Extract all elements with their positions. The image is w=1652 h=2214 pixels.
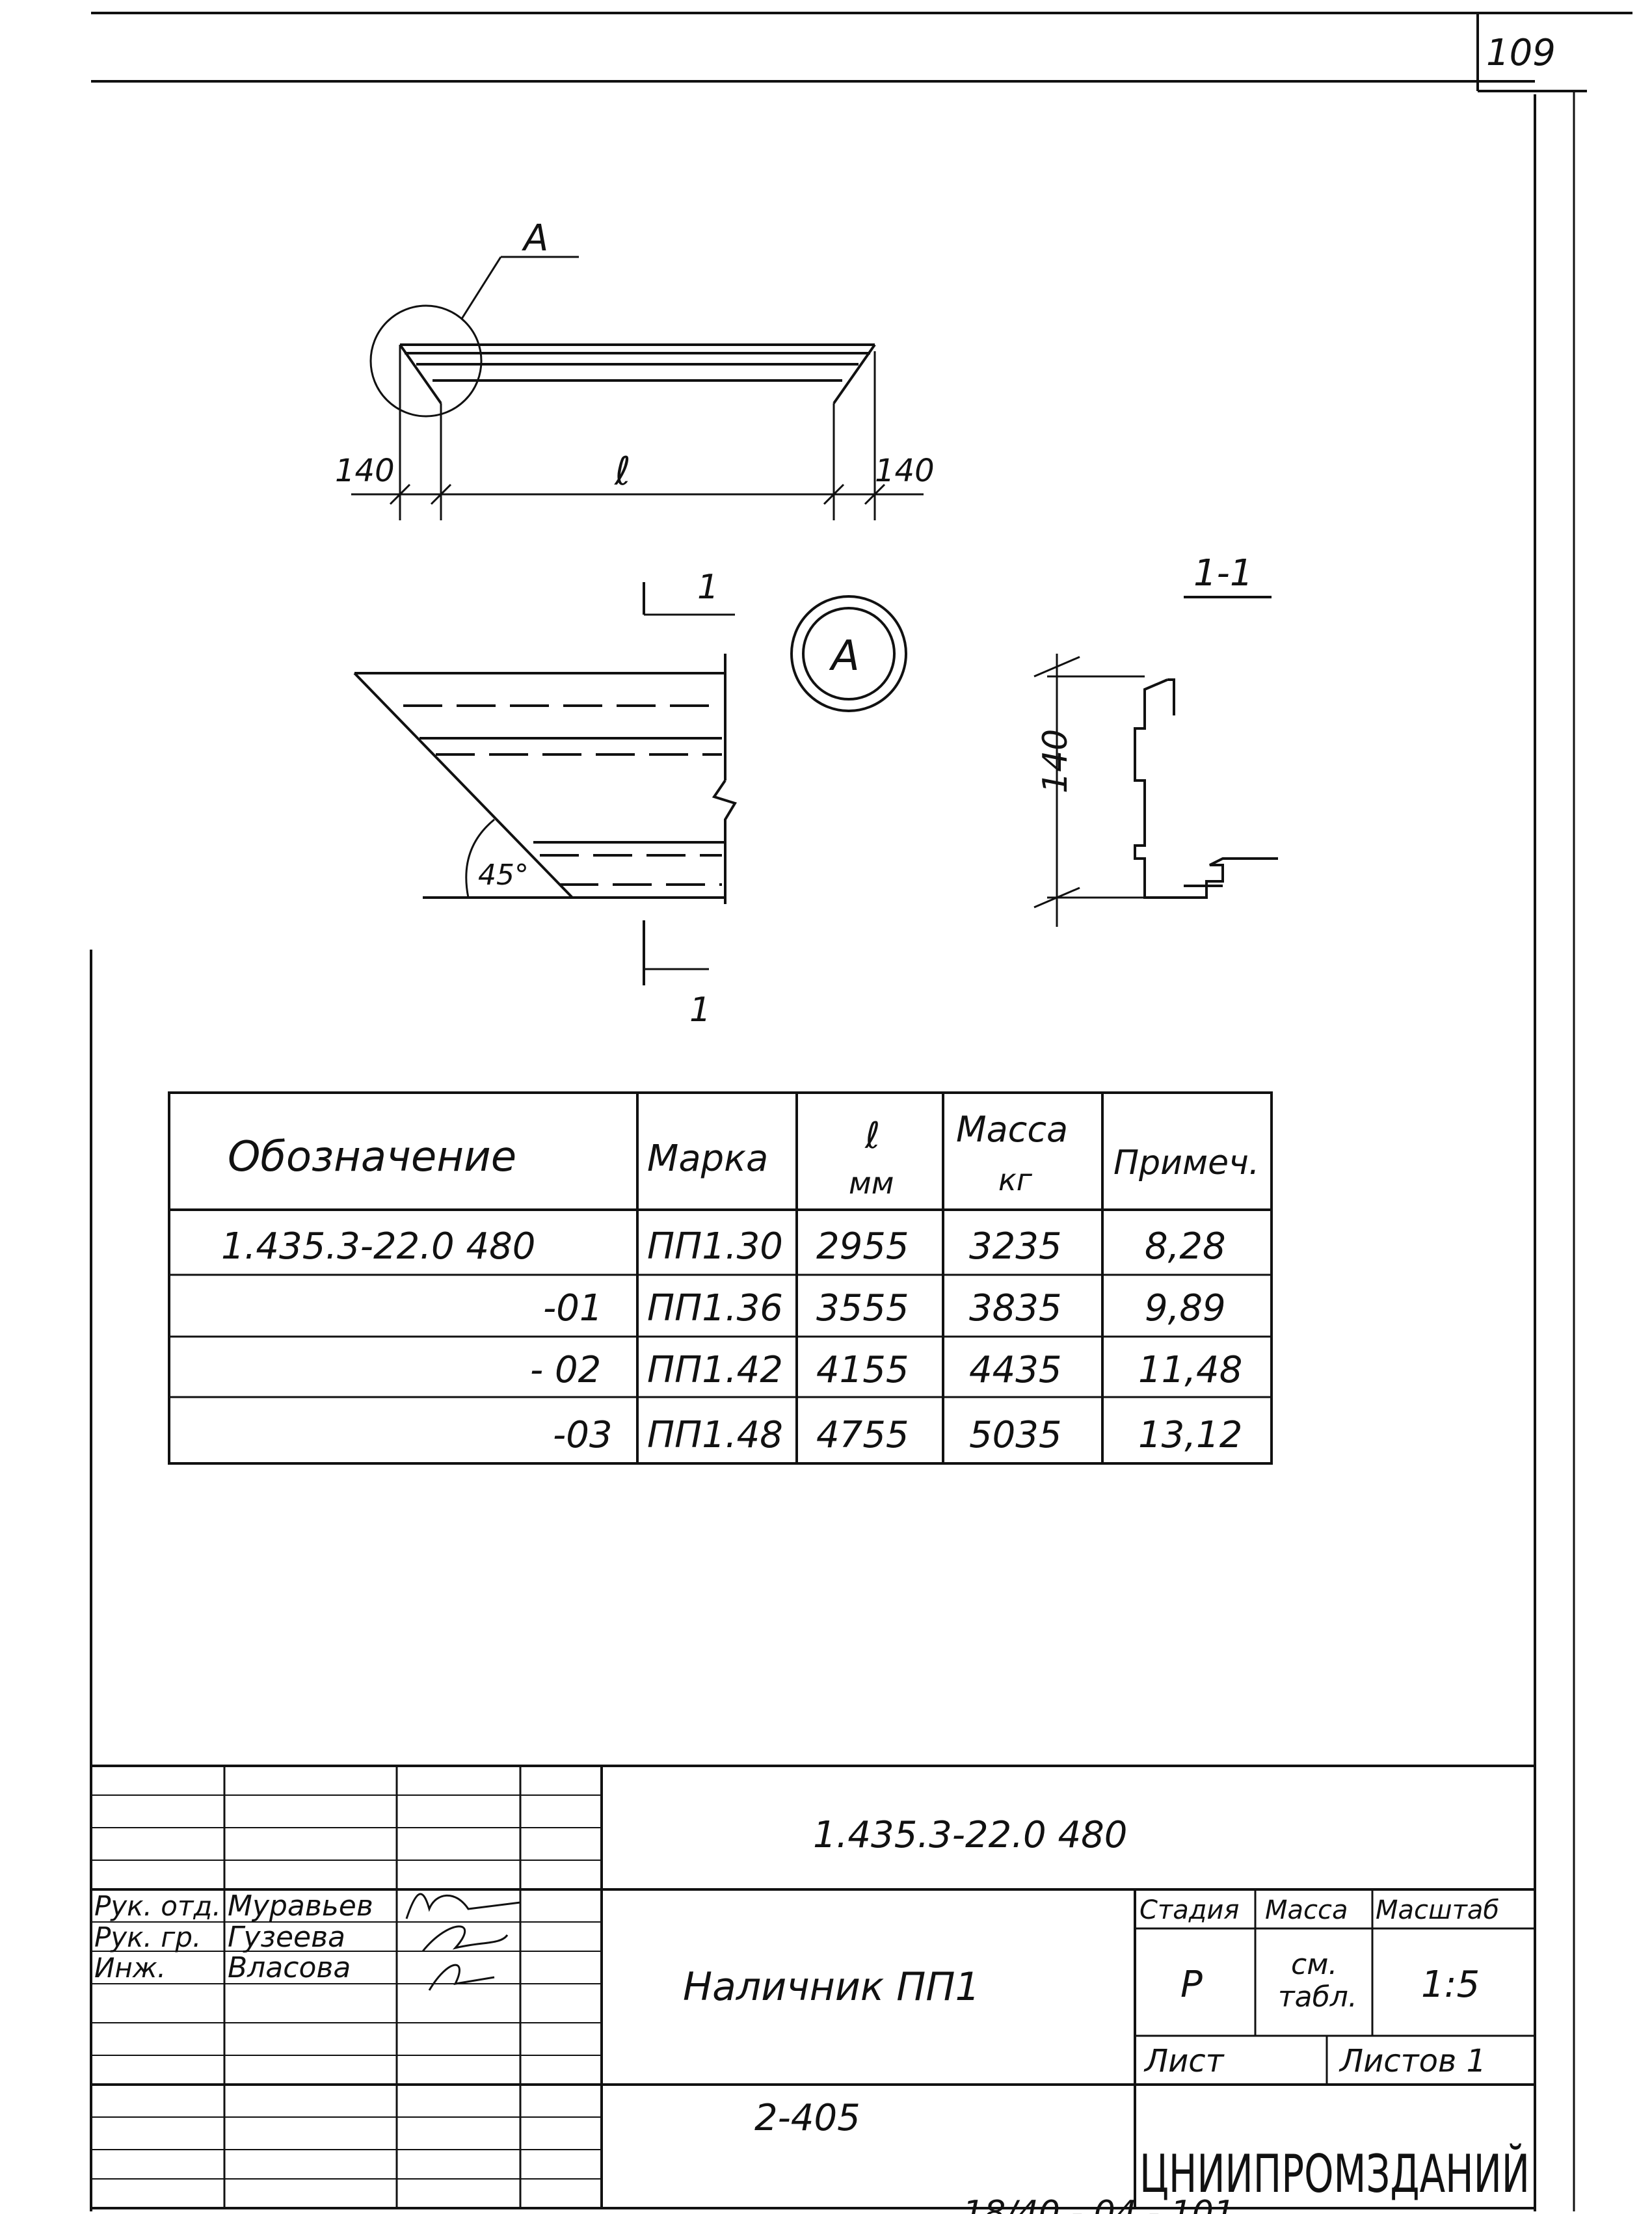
title-block-title: Наличник ПП1 [683,1964,980,2010]
signatures [405,1893,521,1991]
row-3-note: 11,48 [1138,1349,1242,1391]
sheets-label: Листов 1 [1339,2043,1486,2079]
row-4-length: 4755 [816,1414,909,1456]
scale-header: Масштаб [1376,1895,1499,1925]
section-marker-bottom: 1 [689,991,711,1030]
name-engineer: Власова [228,1951,351,1984]
title-block-designation: 1.435.3-22.0 480 [813,1814,1127,1856]
row-1-note: 8,28 [1145,1225,1226,1268]
section-profile [1033,654,1278,927]
row-2-note: 9,89 [1145,1287,1226,1329]
section-marker-top: 1 [697,568,719,607]
row-3-mark: ПП1.42 [647,1349,783,1391]
row-4-designation: -03 [553,1414,612,1456]
detail-a-view [353,582,738,985]
footer-stamp: 18/40 - 04 - 101 [963,2194,1235,2214]
stage-header: Стадия [1139,1895,1239,1925]
row-2-mass: 3835 [969,1287,1062,1329]
row-2-designation: -01 [543,1287,602,1329]
dimension-left: 140 [335,453,395,489]
name-head-of-department: Муравьев [228,1889,373,1923]
section-height-label: 140 [1036,729,1075,794]
row-3-length: 4155 [816,1349,909,1391]
header-length-unit: мм [849,1166,894,1201]
mass-value-line2: табл. [1278,1981,1357,2014]
organization-name: ЦНИИПРОМЗДАНИЙ [1139,2143,1530,2204]
row-1-length: 2955 [816,1225,909,1268]
casing-top-view [369,256,876,520]
header-mass-unit: кг [998,1162,1033,1197]
role-engineer: Инж. [94,1952,166,1984]
section-title: 1-1 [1193,552,1253,594]
title-block-grid [91,1765,1535,2209]
row-1-mark: ПП1.30 [647,1225,783,1268]
role-head-of-department: Рук. отд. [94,1890,221,1922]
sheet-label: Лист [1143,2043,1225,2079]
header-length: ℓ [864,1115,880,1157]
header-mark: Марка [647,1138,768,1180]
detail-a-marker [790,595,907,712]
detail-callout-label: A [522,217,548,260]
role-group-leader: Рук. гр. [94,1921,201,1953]
header-mass: Масса [956,1109,1068,1150]
header-note: Примеч. [1113,1143,1259,1182]
scale-value: 1:5 [1421,1964,1480,2006]
row-1-mass: 3235 [969,1225,1062,1268]
row-4-note: 13,12 [1138,1414,1242,1456]
stage-value: Р [1180,1964,1203,2006]
row-3-designation: - 02 [530,1349,601,1391]
row-2-mark: ПП1.36 [647,1287,783,1329]
title-block-code: 2-405 [754,2097,860,2139]
dimension-right: 140 [875,453,935,489]
row-4-mass: 5035 [969,1414,1062,1456]
dimension-line [351,483,924,505]
angle-label: 45° [478,859,529,892]
page-number: 109 [1486,32,1556,74]
sheet-frame [90,12,1632,2211]
detail-a-marker-label: A [829,632,860,680]
mass-header: Масса [1265,1895,1348,1925]
row-4-mark: ПП1.48 [647,1414,783,1456]
header-designation: Обозначение [228,1133,516,1181]
dimension-length: ℓ [614,449,631,494]
spec-table [168,1091,1273,1465]
mass-value-line1: см. [1291,1948,1337,1981]
name-group-leader: Гузеева [228,1921,345,1954]
row-1-designation: 1.435.3-22.0 480 [221,1225,535,1268]
row-2-length: 3555 [816,1287,909,1329]
row-3-mass: 4435 [969,1349,1062,1391]
